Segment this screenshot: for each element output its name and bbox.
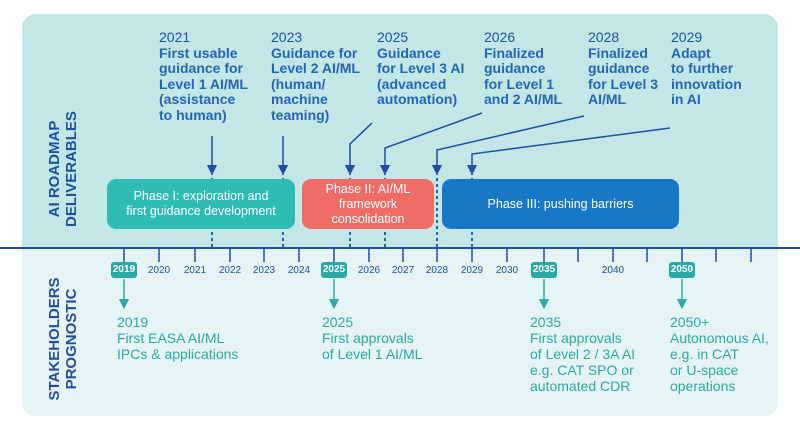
deliverable-line: for Level 3 [588,75,659,92]
deliverable-line: and 2 AI/ML [484,91,563,107]
phase-1-box: Phase I: exploration and first guidance … [107,179,295,229]
prognostic-2050: 2050+ Autonomous AI, e.g. in CAT or U-sp… [670,314,769,394]
prognostic-arrows [118,279,688,310]
prognostic-line: First EASA AI/ML [117,330,225,346]
deliverable-2023: 2023 Guidance for Level 2 AI/ML (human/ … [271,29,360,123]
connector-2029 [466,127,671,176]
deliverable-line: automation) [377,91,458,107]
prognostic-panel [22,248,778,416]
phase-2-line: Phase II: AI/ML [325,181,411,196]
deliverable-year: 2029 [671,29,703,45]
prognostic-line: of Level 1 AI/ML [322,346,423,362]
prognostic-line: IPCs & applications [117,346,239,362]
phase-2-line: framework [338,196,398,211]
deliverable-line: Finalized [484,44,544,61]
phase-1-line: Phase I: exploration and [133,189,269,203]
year-label: 2020 [147,265,171,276]
deliverable-line: Guidance for [271,44,358,61]
prognostic-line: First approvals [322,330,414,346]
phase-3-box: Phase III: pushing barriers [442,179,679,229]
deliverable-line: for Level 3 AI [377,60,465,76]
phase-2-box: Phase II: AI/ML framework consolidation [302,179,434,229]
deliverable-line: AI/ML [588,91,627,107]
timeline-ticks [123,248,752,262]
year-label: 2030 [495,265,519,276]
prognostic-line: 2025 [322,314,354,330]
prognostic-line: 2035 [530,314,562,330]
prognostic-line: First approvals [530,330,622,346]
deliverable-2025: 2025 Guidance for Level 3 AI (advanced a… [377,29,465,108]
prognostic-line: 2050+ [670,314,710,330]
year-label: 2029 [460,265,484,276]
prognostic-line: operations [670,378,736,394]
deliverable-2021: 2021 First usable guidance for Level 1 A… [159,29,248,123]
deliverable-line: Adapt [671,44,711,61]
connector-2028 [431,115,585,176]
phase-2-line: consolidation [331,211,405,226]
year-label: 2023 [252,265,276,276]
prognostic-line: e.g. in CAT [670,346,739,362]
deliverable-line: innovation [671,75,742,92]
deliverable-year: 2028 [588,29,620,45]
deliverable-line: in AI [671,91,701,107]
deliverable-line: Finalized [588,44,648,61]
prognostic-line: 2019 [117,314,149,330]
year-label: 2026 [357,265,381,276]
year-label: 2028 [425,265,449,276]
deliverable-line: guidance for [159,60,244,76]
deliverable-line: to human) [159,106,227,123]
deliverable-year: 2025 [377,29,409,45]
deliverable-2026: 2026 Finalized guidance for Level 1 and … [484,29,563,108]
deliverable-connectors [206,112,671,176]
prognostic-line: e.g. CAT SPO or [530,362,634,378]
deliverable-year: 2023 [271,29,303,45]
year-label: 2027 [391,265,415,276]
deliverable-line: machine [271,91,328,107]
connector-2026 [379,112,483,176]
year-box-2050: 2050 [669,262,695,278]
deliverable-2029: 2029 Adapt to further innovation in AI [671,29,742,108]
deliverable-line: guidance [484,60,546,76]
year-box-2025: 2025 [321,262,347,278]
deliverable-line: Level 2 AI/ML [271,60,360,76]
prognostic-2019: 2019 First EASA AI/ML IPCs & application… [117,314,238,362]
deliverable-year: 2026 [484,29,516,45]
year-label: 2022 [218,265,242,276]
deliverable-line: (human/ [271,75,326,92]
prognostic-line: or U-space [670,362,739,378]
phase-1-line: first guidance development [126,204,276,218]
deliverable-line: First usable [159,44,238,61]
prognostic-2035: 2035 First approvals of Level 2 / 3A AI … [530,314,635,394]
deliverable-line: (assistance [159,91,236,107]
phase-3-line: Phase III: pushing barriers [487,196,634,211]
prognostic-2025: 2025 First approvals of Level 1 AI/ML [322,314,422,362]
prognostic-line: of Level 2 / 3A AI [530,346,636,362]
prognostic-line: Autonomous AI, [670,330,769,346]
year-label: 2040 [601,265,625,276]
deliverable-line: guidance [588,60,650,76]
deliverable-line: for Level 1 [484,75,555,92]
deliverable-2028: 2028 Finalized guidance for Level 3 AI/M… [588,29,659,108]
deliverable-line: (advanced [377,75,447,92]
deliverable-line: to further [671,60,734,76]
connector-2025 [344,122,373,176]
deliverable-line: Level 1 AI/ML [159,75,248,92]
deliverable-line: teaming) [271,106,330,123]
deliverable-line: Guidance [377,44,441,61]
year-label: 2024 [287,265,311,276]
year-box-2019: 2019 [111,262,137,278]
deliverable-year: 2021 [159,29,191,45]
year-label: 2021 [183,265,207,276]
year-box-2035: 2035 [531,262,557,278]
prognostic-line: automated CDR [530,378,631,394]
